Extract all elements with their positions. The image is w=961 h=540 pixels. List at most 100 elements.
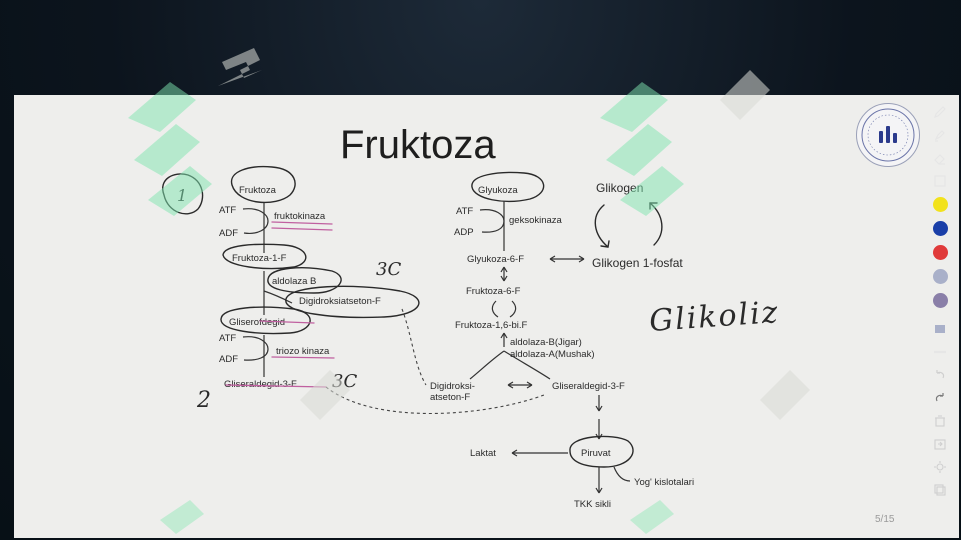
label-gliseraldegid-3-f-left: Gliseraldegid-3-F: [224, 379, 297, 390]
label-gliseraldegid-3-f-right: Gliseraldegid-3-F: [552, 381, 625, 392]
handwritten-number-1: 1: [177, 186, 187, 205]
pen-tool[interactable]: [931, 103, 949, 121]
label-fruktoza: Fruktoza: [239, 185, 277, 196]
color-lavender-swatch[interactable]: [932, 268, 948, 284]
export-icon: [934, 439, 946, 450]
arrow-g6f-f6f: [500, 266, 508, 282]
circle-digidroksiaseton-f: [285, 285, 420, 319]
undo-icon: [936, 370, 945, 379]
label-yog-kislotalari: Yog' kislotalari: [634, 477, 694, 488]
arrow-atf-adp-right: [479, 209, 505, 233]
label-glikogen: Glikogen: [596, 181, 643, 195]
settings-icon: [934, 461, 946, 473]
color-purple-swatch[interactable]: [932, 292, 948, 308]
label-digidroksiaseton-f: Digidroksiatseton-F: [299, 296, 381, 307]
circle-glyukoza: [471, 171, 545, 202]
color-red-swatch[interactable]: [932, 244, 948, 260]
redo-tool[interactable]: [931, 389, 949, 407]
pen-icon: [934, 105, 946, 118]
shape-tool[interactable]: [931, 320, 949, 338]
arrow-g6f-glikogen: [549, 255, 585, 263]
line-width-tool[interactable]: [931, 343, 949, 361]
arrow-to-dap-left: [263, 290, 293, 304]
arrow-atf-adf-2: [242, 336, 269, 361]
university-logo: [856, 103, 920, 167]
label-piruvat: Piruvat: [581, 448, 611, 459]
label-glyukoza-6-f: Glyukoza-6-F: [467, 254, 524, 265]
logo-emblem-icon: [861, 108, 915, 162]
label-adp-right: ADP: [454, 227, 474, 238]
arrow-to-dap-right: [469, 350, 505, 380]
eraser-icon: [934, 153, 945, 165]
select-box-tool[interactable]: [931, 172, 949, 190]
cycle-arrowhead-left: [600, 240, 610, 248]
undo-tool[interactable]: [931, 366, 949, 384]
label-glikogen-1-fosfat: Glikogen 1-fosfat: [592, 256, 683, 270]
line-icon: [934, 350, 946, 354]
pink-strike-gliserofdegid: [259, 320, 315, 324]
handwritten-glikoliz: Glikoliz: [648, 295, 781, 339]
circle-piruvat: [569, 435, 634, 468]
redo-icon: [935, 393, 944, 402]
copy-tool[interactable]: [931, 481, 949, 499]
handwritten-number-2: 2: [196, 388, 211, 413]
dashed-dap-to-right: [401, 308, 427, 386]
presentation-slide: Fruktoza Fruktoza ATF ADF fruktokinaza F…: [14, 95, 959, 538]
arrow-f16bp-up: [500, 332, 508, 347]
label-atf-1: ATF: [219, 205, 236, 216]
page-number: 5/15: [875, 514, 895, 525]
label-aldolaza-mushak: aldolaza-A(Mushak): [510, 349, 594, 360]
arrow-atf-adf-1: [242, 208, 269, 234]
circle-fruktoza: [230, 165, 296, 204]
label-atf-2: ATF: [219, 333, 236, 344]
arrow-piruvat-laktat: [511, 449, 568, 457]
label-tkk-sikli: TKK sikli: [574, 499, 611, 510]
pink-underline-3: [271, 356, 335, 359]
settings-tool[interactable]: [931, 458, 949, 476]
label-fruktokinaza: fruktokinaza: [274, 211, 326, 222]
label-atseton-f: atseton-F: [430, 392, 470, 403]
label-aldolaza-b: aldolaza B: [272, 276, 316, 287]
label-aldolaza-jigar: aldolaza-B(Jigar): [510, 337, 582, 348]
label-digidroksi: Digidroksi-: [430, 381, 475, 392]
slide-title: Fruktoza: [340, 123, 496, 167]
label-fruktoza-6-f: Fruktoza-6-F: [466, 286, 521, 297]
highlighter-icon: [934, 129, 945, 142]
copy-icon: [934, 484, 946, 496]
arrow-g3f-down-1: [595, 395, 603, 412]
pink-underline-1: [271, 221, 333, 225]
clear-icon: [935, 415, 945, 427]
label-fruktoza-1-f: Fruktoza-1-F: [232, 253, 287, 264]
eraser-tool[interactable]: [931, 149, 949, 167]
circle-gliserofdegid: [220, 306, 311, 335]
arrow-to-g3f-right: [503, 350, 551, 380]
handwritten-3c-2: 3C: [332, 371, 357, 392]
export-tool[interactable]: [931, 435, 949, 453]
label-triozokinaza: triozo kinaza: [276, 346, 330, 357]
select-box-icon: [934, 174, 946, 187]
highlighter-tool[interactable]: [931, 126, 949, 144]
label-atf-right: ATF: [456, 206, 473, 217]
circle-fruktoza-1-f: [222, 243, 307, 270]
shape-icon: [935, 325, 945, 333]
label-glyukoza: Glyukoza: [478, 185, 518, 196]
label-laktat: Laktat: [470, 448, 496, 459]
fructose-pathway-diagram: Fruktoza Fruktoza ATF ADF fruktokinaza F…: [162, 123, 781, 510]
pink-underline-2: [271, 227, 333, 231]
arrow-f6f-f16bp: [491, 300, 517, 318]
cycle-arrow-right: [649, 202, 663, 246]
arrow-piruvat-tkk: [595, 467, 603, 494]
color-blue-swatch[interactable]: [932, 220, 948, 236]
cycle-arrow-left: [594, 204, 609, 248]
color-yellow-swatch[interactable]: [932, 196, 948, 212]
clear-tool[interactable]: [931, 412, 949, 430]
label-adf-2: ADF: [219, 354, 238, 365]
circle-aldolaza-b: [267, 267, 342, 294]
label-geksokinaza: geksokinaza: [509, 215, 563, 226]
arrow-dap-g3f: [507, 381, 533, 389]
label-fruktoza-1-6-bif: Fruktoza-1,6-bi.F: [455, 320, 528, 331]
annotation-toolbar: [920, 100, 960, 532]
handwritten-3c-1: 3C: [376, 259, 401, 280]
label-adf-1: ADF: [219, 228, 238, 239]
label-gliserofdegid: Gliserofdegid: [229, 317, 285, 328]
